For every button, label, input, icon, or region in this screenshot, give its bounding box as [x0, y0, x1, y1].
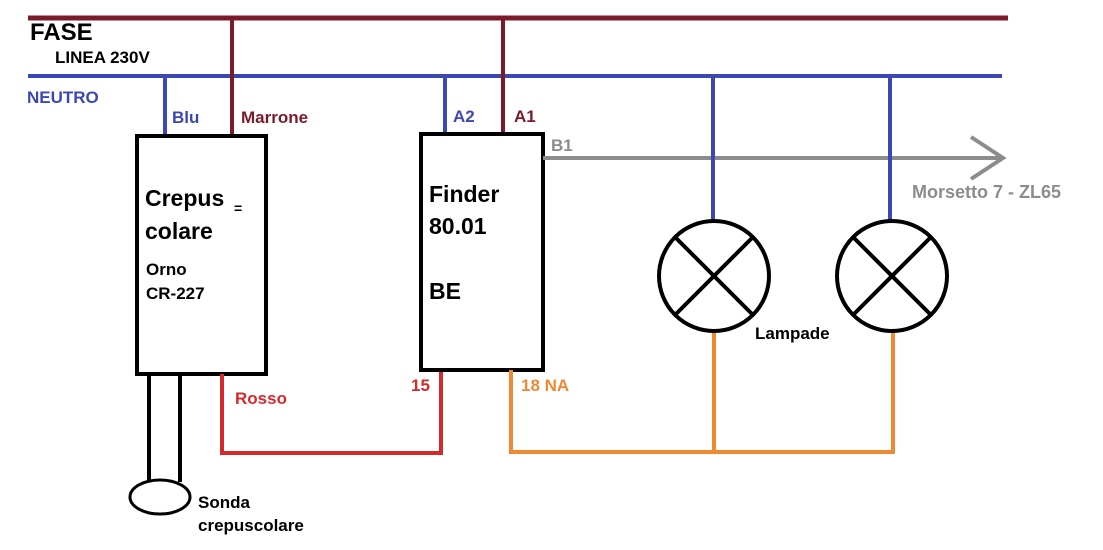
crep-model-line1: Orno	[146, 260, 187, 279]
finder-15-label: 15	[411, 376, 430, 395]
crep-title-line2: colare	[145, 218, 213, 244]
linea-label: LINEA 230V	[55, 48, 150, 67]
crep-title-line1: Crepus	[145, 185, 224, 211]
sonda-label-line1: Sonda	[198, 493, 250, 512]
b1-arrow-head	[969, 135, 1007, 181]
fase-label: FASE	[30, 19, 93, 46]
rosso-wire	[220, 370, 443, 455]
finder-box	[419, 132, 545, 372]
finder-a2-label: A2	[453, 107, 475, 126]
sonda-crepuscolare	[128, 478, 192, 516]
finder-title-line1: Finder	[429, 181, 499, 207]
finder-b1-label: B1	[551, 136, 573, 155]
crep-marrone-label: Marrone	[241, 108, 308, 127]
sonda-label-line2: crepuscolare	[198, 516, 304, 535]
crep-title-hyphen: =	[234, 200, 242, 216]
crepuscolare-box	[135, 134, 268, 376]
neutro-label: NEUTRO	[27, 88, 99, 107]
finder-title-line2: 80.01	[429, 213, 487, 239]
crep-model-line2: CR-227	[146, 284, 205, 303]
lamp-2	[835, 219, 949, 333]
crep-blu-label: Blu	[172, 108, 199, 127]
finder-18-label: 18 NA	[521, 376, 569, 395]
na-wire	[509, 330, 895, 454]
crep-rosso-label: Rosso	[235, 389, 287, 408]
finder-a1-label: A1	[514, 107, 536, 126]
lamp-1	[657, 219, 771, 333]
finder-title-line3: BE	[429, 278, 461, 304]
morsetto-label: Morsetto 7 - ZL65	[912, 182, 1061, 202]
lampade-label: Lampade	[755, 324, 830, 343]
